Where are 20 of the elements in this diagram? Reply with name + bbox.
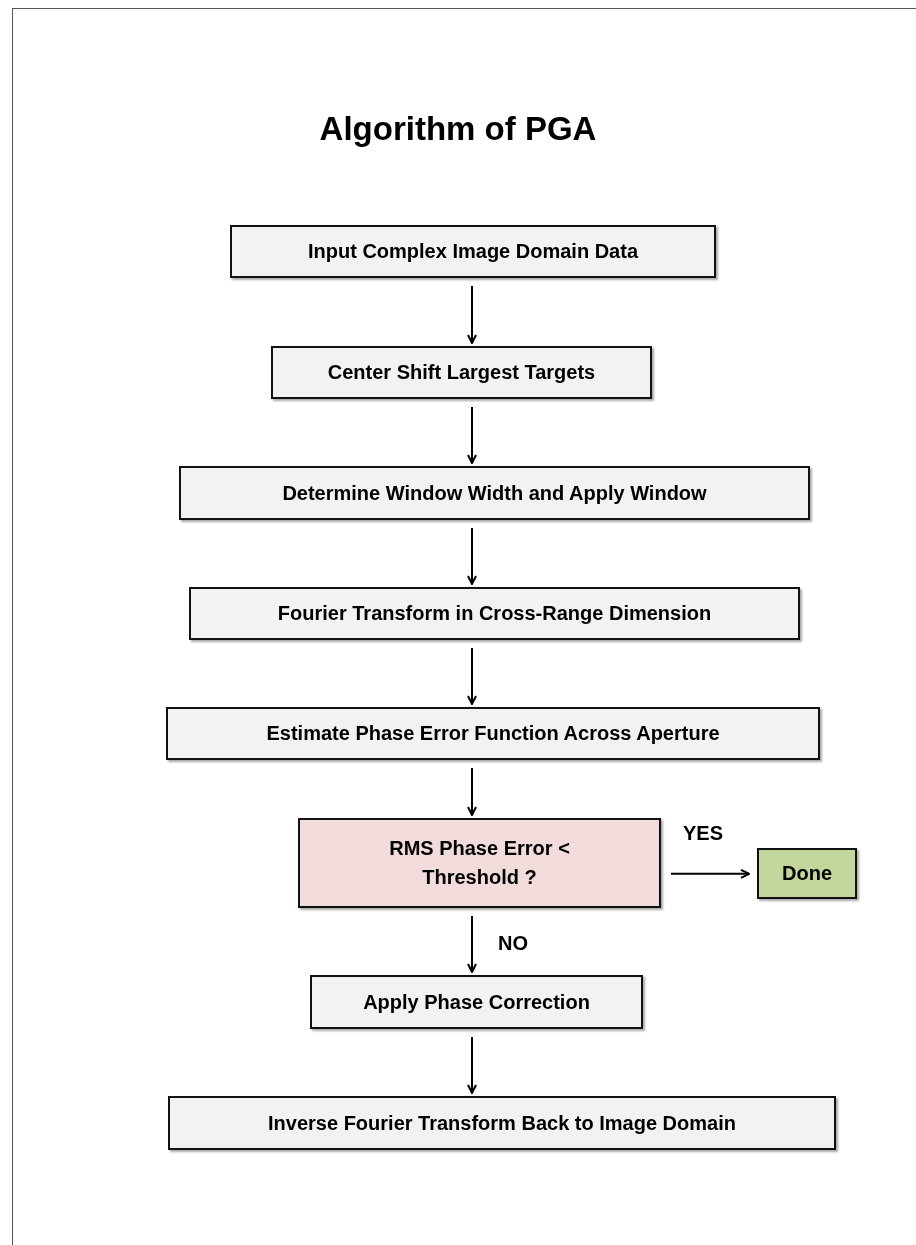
process-box: Input Complex Image Domain Data	[230, 225, 716, 278]
process-box: Inverse Fourier Transform Back to Image Domain	[168, 1096, 836, 1150]
edge-label: YES	[683, 822, 724, 845]
end-box: Done	[757, 848, 857, 899]
arrow	[467, 647, 477, 705]
arrow	[467, 1036, 477, 1094]
diagram-title: Algorithm of PGA	[318, 110, 598, 148]
process-box: Determine Window Width and Apply Window	[179, 466, 810, 520]
arrow	[670, 868, 750, 879]
arrow	[467, 285, 477, 344]
arrow	[467, 406, 477, 464]
process-box: Apply Phase Correction	[310, 975, 643, 1029]
edge-label: NO	[498, 932, 528, 955]
arrow	[467, 915, 477, 973]
process-box: Estimate Phase Error Function Across Aperture	[166, 707, 820, 760]
arrow	[467, 767, 477, 816]
decision-box: RMS Phase Error < Threshold ?	[298, 818, 661, 908]
process-box: Fourier Transform in Cross-Range Dimension	[189, 587, 800, 640]
process-box: Center Shift Largest Targets	[271, 346, 652, 399]
arrow	[467, 527, 477, 585]
